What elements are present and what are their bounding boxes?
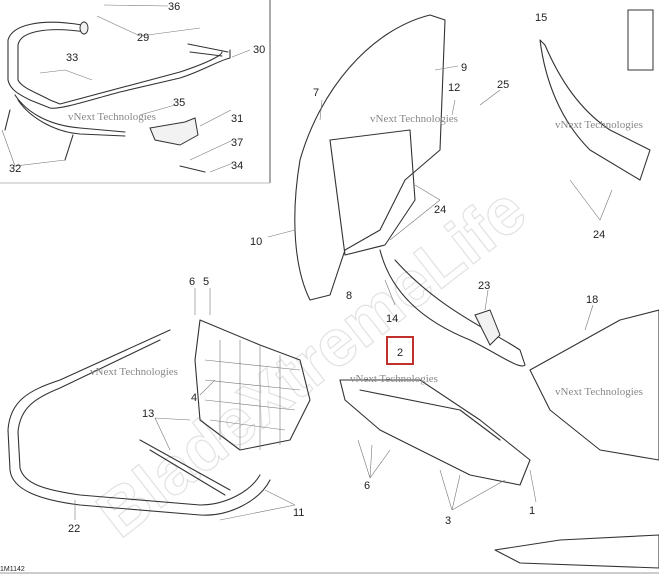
callout-3[interactable]: 3 [445, 515, 451, 527]
highlight-box [386, 336, 414, 365]
callout-15[interactable]: 15 [535, 12, 547, 24]
small-watermark: vNext Technologies [68, 111, 156, 123]
callout-35: 35 [173, 97, 185, 109]
belly-pan-drawing [494, 309, 659, 569]
small-watermark: vNext Technologies [350, 373, 438, 385]
callout-33: 33 [66, 52, 78, 64]
small-watermark: vNext Technologies [370, 113, 458, 125]
hood-panel-drawing [294, 14, 526, 367]
small-watermark: vNext Technologies [555, 386, 643, 398]
side-trim-drawing [539, 9, 654, 181]
callout-29: 29 [137, 32, 149, 44]
callout-18[interactable]: 18 [586, 294, 598, 306]
skid-plate-drawing [339, 379, 531, 486]
small-watermark: vNext Technologies [90, 366, 178, 378]
inset-panel: 36 29 30 33 35 31 37 34 32 [0, 0, 271, 184]
drawing-code: 1M1142 [0, 566, 25, 573]
callout-1[interactable]: 1 [529, 505, 535, 517]
callout-9[interactable]: 9 [461, 62, 467, 74]
svg-text:BladeXtremeLife: BladeXtremeLife [83, 172, 539, 551]
callout-32: 32 [9, 163, 21, 175]
callout-23[interactable]: 23 [478, 280, 490, 292]
callout-14[interactable]: 14 [386, 313, 398, 325]
callout-4[interactable]: 4 [191, 392, 197, 404]
grille-drawing [194, 319, 311, 451]
small-watermark: vNext Technologies [555, 119, 643, 131]
callout-31: 31 [231, 113, 243, 125]
callout-36: 36 [168, 1, 180, 13]
callout-13[interactable]: 13 [142, 408, 154, 420]
callout-24[interactable]: 24 [593, 229, 605, 241]
callout-11[interactable]: 11 [293, 507, 304, 519]
callout-10[interactable]: 10 [250, 236, 262, 248]
callout-6[interactable]: 6 [189, 276, 195, 288]
bumper-drawing [7, 329, 271, 516]
large-watermark: BladeXtremeLife [82, 171, 539, 551]
callout-22[interactable]: 22 [68, 523, 80, 535]
callout-34: 34 [231, 160, 243, 172]
callout-24[interactable]: 24 [434, 204, 446, 216]
callout-25[interactable]: 25 [497, 79, 509, 91]
callout-30: 30 [253, 44, 265, 56]
callout-5[interactable]: 5 [203, 276, 209, 288]
callout-2[interactable]: 2 [397, 347, 403, 359]
callout-7[interactable]: 7 [313, 87, 319, 99]
callout-12[interactable]: 12 [448, 82, 460, 94]
callout-6[interactable]: 6 [364, 480, 370, 492]
callout-37: 37 [231, 137, 243, 149]
callout-8[interactable]: 8 [346, 290, 352, 302]
